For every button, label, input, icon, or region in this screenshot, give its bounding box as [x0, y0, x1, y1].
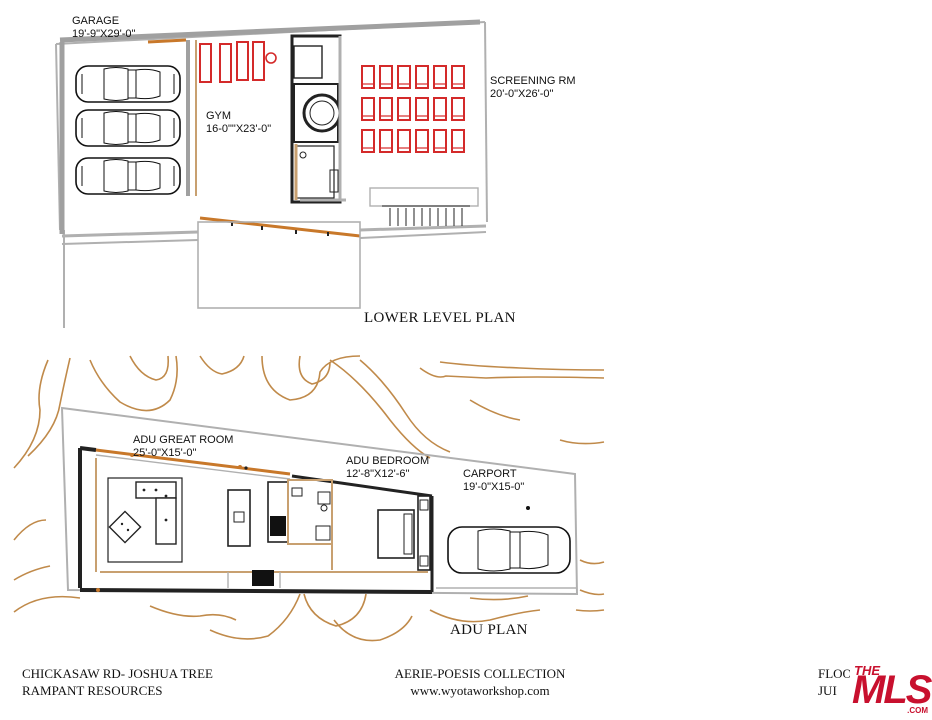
garage-label: GARAGE 19'-9"X29'-0" [72, 15, 135, 41]
screening-name: SCREENING RM [490, 75, 576, 87]
lower-level-plan [55, 19, 488, 328]
adu-great-room-size: 25'-0"X15'-0" [133, 447, 197, 459]
carport-size: 19'-0"X15-0" [463, 481, 525, 493]
footer-right-line1: FLOO [818, 666, 852, 681]
mls-logo-main: MLS [852, 668, 932, 712]
adu-bedroom-label: ADU BEDROOM 12'-8"X12'-6" [346, 455, 429, 481]
screening-label: SCREENING RM 20'-0"X26'-0" [490, 75, 576, 101]
screening-seats [361, 65, 465, 153]
gym-size: 16-0""X23'-0" [206, 123, 272, 135]
footer-right-line2: JUI [818, 683, 837, 698]
footer-right: FLOO JUI [818, 665, 852, 699]
footer-center: AERIE-POESIS COLLECTION www.wyotaworksho… [390, 665, 570, 699]
gym-name: GYM [206, 110, 232, 122]
adu-great-room-label: ADU GREAT ROOM 25'-0"X15'-0" [133, 434, 233, 460]
screening-size: 20'-0"X26'-0" [490, 88, 554, 100]
mls-logo-the: THE [854, 663, 880, 678]
garage-size: 19'-9"X29'-0" [72, 28, 136, 40]
footer-website: www.wyotaworkshop.com [410, 683, 550, 698]
carport-label: CARPORT 19'-0"X15-0" [463, 468, 524, 494]
adu-great-room-name: ADU GREAT ROOM [133, 434, 234, 446]
gym-label: GYM 16-0""X23'-0" [206, 110, 271, 136]
lower-level-title: LOWER LEVEL PLAN [364, 310, 516, 326]
adu-title: ADU PLAN [450, 622, 528, 638]
adu-bedroom-size: 12'-8"X12'-6" [346, 468, 410, 480]
mls-logo-com: .COM [907, 706, 928, 715]
footer-collection: AERIE-POESIS COLLECTION [394, 666, 566, 681]
footer-company: RAMPANT RESOURCES [22, 683, 163, 698]
garage-name: GARAGE [72, 15, 120, 27]
adu-plan [13, 355, 605, 642]
footer-left: CHICKASAW RD- JOSHUA TREE RAMPANT RESOUR… [22, 665, 213, 699]
contour-lines [13, 355, 605, 642]
mls-logo: THE MLS .COM [850, 662, 932, 718]
carport-name: CARPORT [463, 468, 517, 480]
footer-address: CHICKASAW RD- JOSHUA TREE [22, 666, 213, 681]
adu-bedroom-name: ADU BEDROOM [346, 455, 430, 467]
